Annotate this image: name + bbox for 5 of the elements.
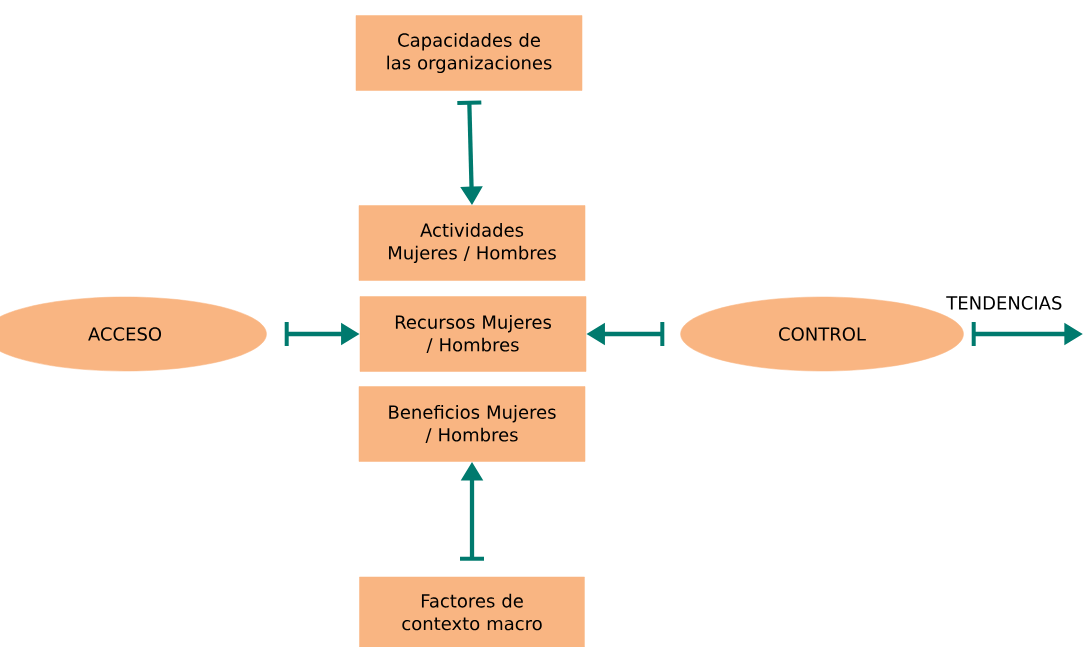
- process-box: Capacidades de las organizaciones: [355, 15, 583, 91]
- process-box: Beneficios Mujeres / Hombres: [358, 386, 586, 462]
- process-box: Recursos Mujeres / Hombres: [359, 296, 587, 372]
- process-box: Factores de contexto macro: [359, 576, 585, 647]
- process-box: Actividades Mujeres / Hombres: [358, 205, 586, 281]
